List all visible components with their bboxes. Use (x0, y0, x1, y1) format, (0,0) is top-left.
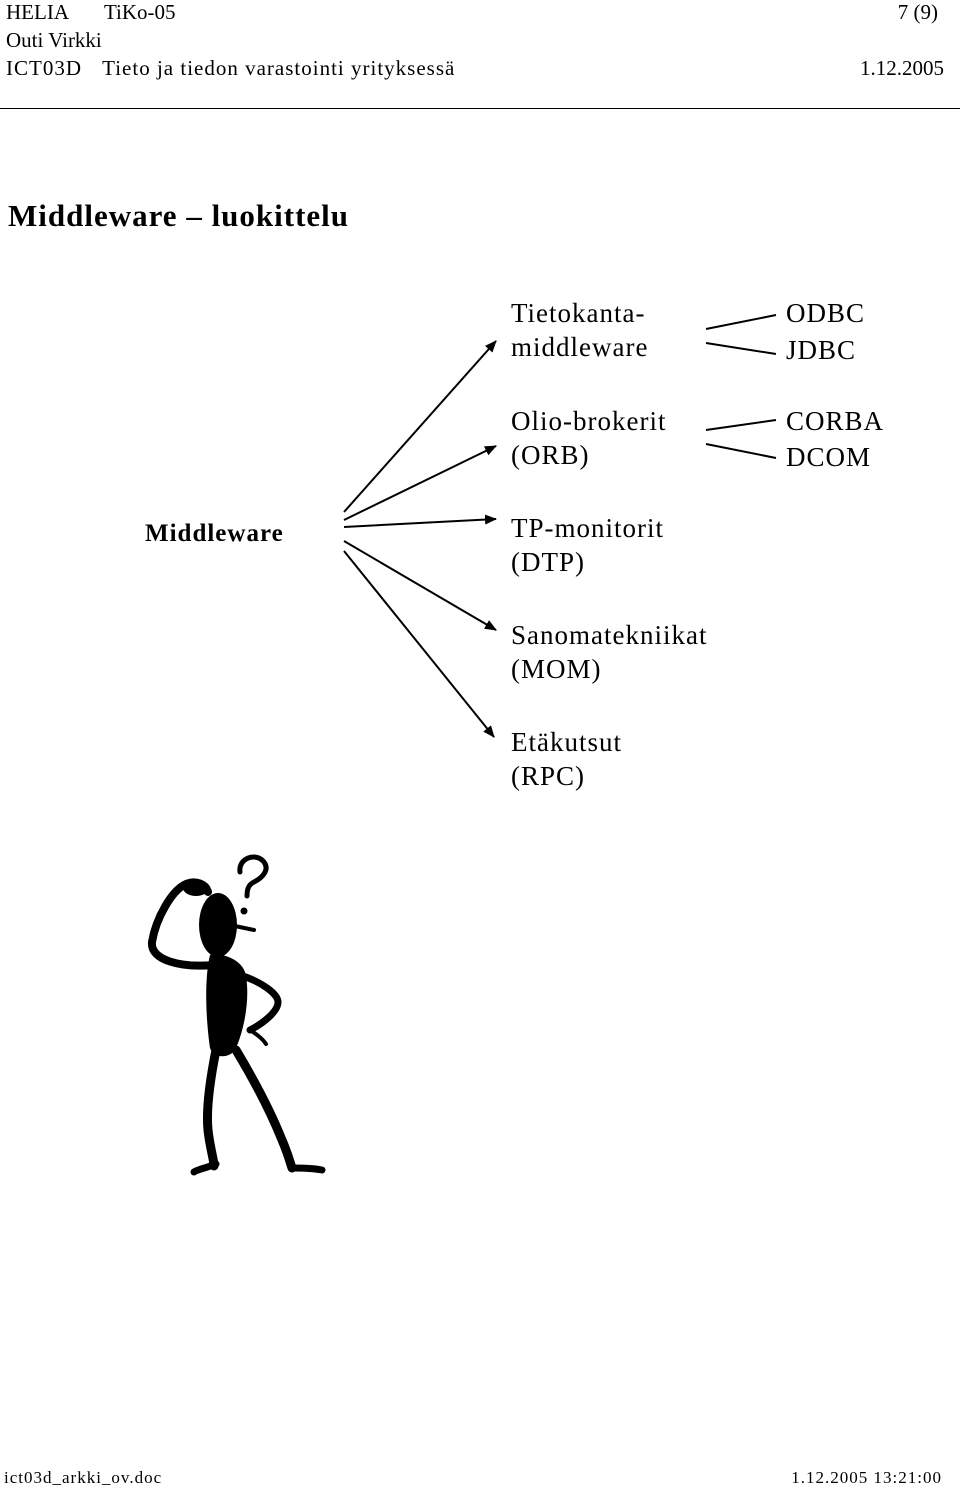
page-heading: Middleware – luokittelu (8, 198, 350, 233)
arrow-to-rpc (343, 550, 495, 738)
category-line: Tietokanta- (511, 298, 646, 328)
category-rpc: Etäkutsut (RPC) (511, 725, 622, 793)
header-page-number: 7 (9) (897, 0, 938, 24)
line-to-jdbc (705, 342, 777, 355)
category-tp-monitors: TP-monitorit (DTP) (511, 511, 664, 579)
category-line: Etäkutsut (511, 727, 622, 757)
category-mom: Sanomatekniikat (MOM) (511, 618, 707, 686)
header-author: Outi Virkki (6, 28, 102, 52)
category-line: middleware (511, 332, 649, 362)
category-line: Olio-brokerit (511, 406, 667, 436)
arrow-to-db-middleware (343, 340, 497, 513)
line-to-odbc (705, 314, 777, 330)
category-line: Sanomatekniikat (511, 620, 708, 650)
header-course-code: ICT03D (6, 56, 82, 80)
header-date: 1.12.2005 (860, 56, 944, 80)
header-course-title: ICT03D Tieto ja tiedon varastointi yrity… (6, 56, 455, 80)
example-corba: CORBA (786, 406, 885, 436)
category-line: (ORB) (511, 440, 590, 470)
category-db-middleware: Tietokanta- middleware (511, 296, 648, 364)
line-to-dcom (705, 443, 777, 459)
line-to-corba (705, 419, 777, 431)
footer-filename: ict03d_arkki_ov.doc (4, 1468, 163, 1487)
arrow-to-mom (343, 540, 497, 631)
example-dcom: DCOM (786, 442, 872, 472)
header-org: HELIA (6, 0, 68, 24)
category-orb: Olio-brokerit (ORB) (511, 404, 666, 472)
arrow-to-orb (343, 445, 497, 521)
header-org-course: HELIA TiKo-05 (6, 0, 176, 24)
category-line: (DTP) (511, 547, 585, 577)
header-course-name: Tieto ja tiedon varastointi yrityksessä (102, 56, 456, 80)
category-line: TP-monitorit (511, 513, 664, 543)
category-line: (RPC) (511, 761, 586, 791)
diagram-root: Middleware (145, 520, 284, 547)
header-course: TiKo-05 (103, 0, 176, 24)
footer-timestamp: 1.12.2005 13:21:00 (791, 1468, 942, 1487)
example-odbc: ODBC (786, 298, 866, 328)
arrow-to-tp-monitors (343, 514, 497, 528)
header-rule (0, 108, 960, 109)
example-jdbc: JDBC (786, 335, 857, 365)
category-line: (MOM) (511, 654, 602, 684)
